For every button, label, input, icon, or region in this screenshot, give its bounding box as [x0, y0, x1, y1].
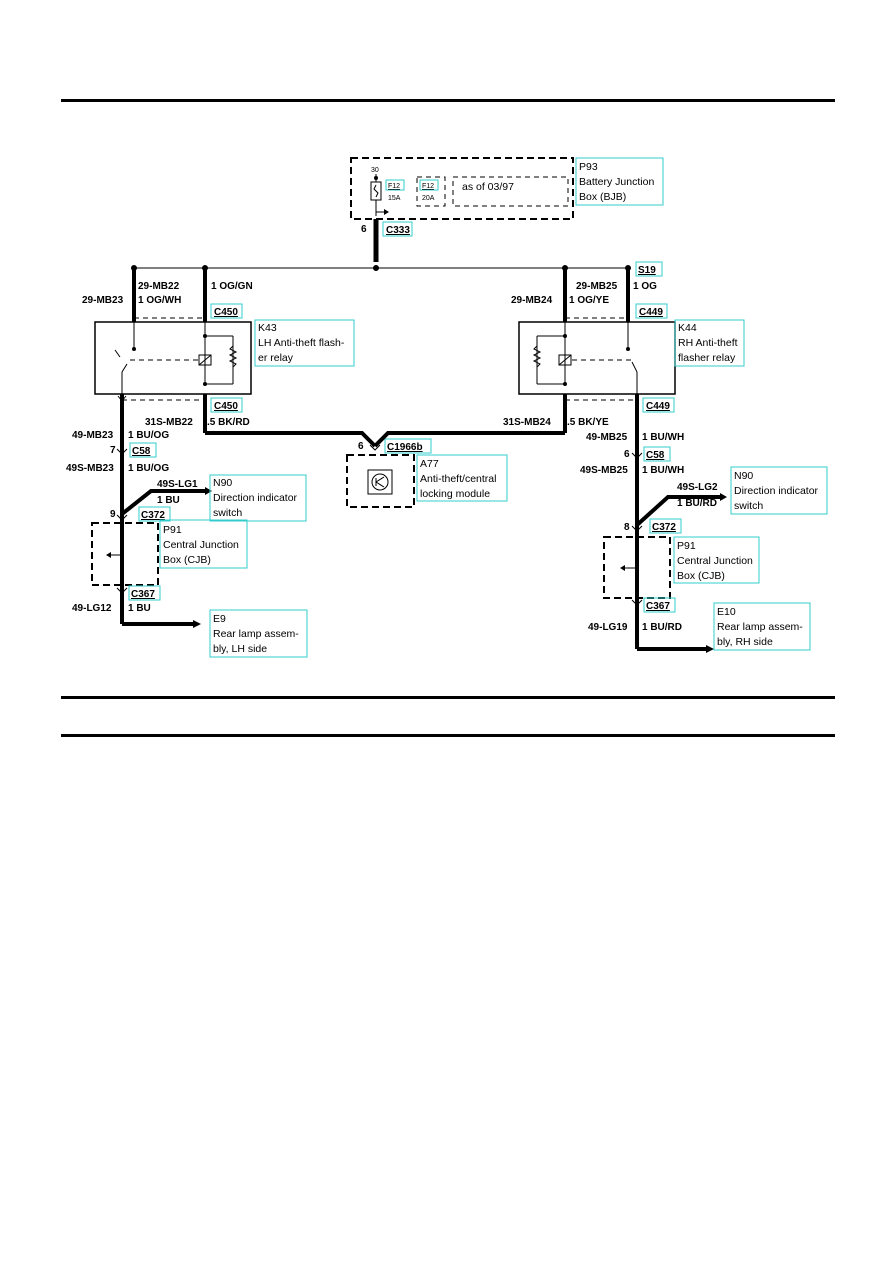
- rh-wire-b-color: 1 OG: [633, 281, 657, 292]
- module-line2: locking module: [420, 488, 490, 500]
- rh-lamp-circuit: 49-LG19: [588, 622, 628, 633]
- lh-connector-c58: C58: [132, 446, 151, 457]
- lh-cjb-line1: Central Junction: [163, 539, 239, 551]
- rh-relay-connector-bottom: C449: [646, 401, 670, 412]
- fuse-a-rating: 15A: [388, 195, 401, 202]
- rh-out-color: 1 BU/WH: [642, 432, 684, 443]
- bottom-rule: [61, 734, 835, 737]
- anti-theft-module: A77 Anti-theft/central locking module: [346, 454, 508, 508]
- lh-relay-id: K43: [258, 322, 277, 334]
- lh-connector-c372: C372: [141, 510, 165, 521]
- rh-relay-line1: RH Anti-theft: [678, 337, 738, 349]
- lh-out-color: 1 BU/OG: [128, 430, 169, 441]
- rh-switch-line1: Direction indicator: [734, 485, 819, 497]
- lh-wire-b-color: 1 OG/GN: [211, 281, 253, 292]
- bjb-id: P93: [579, 161, 598, 173]
- rh-cjb-id: P91: [677, 540, 696, 552]
- rh-cjb: P91 Central Junction Box (CJB): [603, 536, 760, 599]
- rh-s-color: 1 BU/WH: [642, 465, 684, 476]
- battery-junction-box: 30 F12 15A F12 20A as of 03/97 P93 Batte…: [350, 157, 664, 220]
- lh-switch-line2: switch: [213, 507, 242, 519]
- lh-relay-line2: er relay: [258, 352, 294, 364]
- rh-relay-id: K44: [678, 322, 697, 334]
- top-rule: [61, 99, 835, 102]
- bjb-pin-30: 30: [371, 167, 379, 174]
- lh-lg-circuit: 49S-LG1: [157, 479, 198, 490]
- lh-lamp-id: E9: [213, 613, 226, 625]
- lh-wire-a-circuit: 29-MB23: [82, 295, 124, 306]
- lh-lamp-color: 1 BU: [128, 603, 151, 614]
- bjb-as-of-box: [452, 176, 569, 207]
- lh-wire-a-color: 1 OG/WH: [138, 295, 181, 306]
- connector-c333: C333: [386, 225, 410, 236]
- fuse-b-rating: 20A: [422, 195, 435, 202]
- module-line1: Anti-theft/central: [420, 473, 496, 485]
- lh-relay: K43 LH Anti-theft flash- er relay: [94, 319, 355, 395]
- rh-lg-color: 1 BU/RD: [677, 498, 717, 509]
- rh-s-circuit: 49S-MB25: [580, 465, 628, 476]
- rh-wire-a-color: 1 OG/YE: [569, 295, 609, 306]
- lh-lamp-line2: bly, LH side: [213, 643, 267, 655]
- lh-cjb-id: P91: [163, 524, 182, 536]
- rh-connector-c58: C58: [646, 450, 665, 461]
- bjb-as-of-label: as of 03/97: [462, 181, 514, 193]
- fuse-a-id: F12: [388, 183, 400, 190]
- bjb-pin-6: 6: [361, 224, 367, 235]
- bjb-name-line1: Battery Junction: [579, 176, 654, 188]
- module-pin: 6: [358, 441, 364, 452]
- lh-c58-pin: 7: [110, 445, 116, 456]
- rh-connector-c372: C372: [652, 522, 676, 533]
- fuse-b-id: F12: [422, 183, 434, 190]
- rh-relay-connector-top: C449: [639, 307, 663, 318]
- rh-connector-c367: C367: [646, 601, 670, 612]
- rh-lamp-line1: Rear lamp assem-: [717, 621, 803, 633]
- lh-switch-line1: Direction indicator: [213, 492, 298, 504]
- rh-switch-line2: switch: [734, 500, 763, 512]
- lh-relay-line1: LH Anti-theft flash-: [258, 337, 345, 349]
- lh-s-circuit: 49S-MB23: [66, 463, 114, 474]
- lh-wire-b-circuit: 29-MB22: [138, 281, 180, 292]
- lh-switch-id: N90: [213, 477, 232, 489]
- rh-lamp-line2: bly, RH side: [717, 636, 773, 648]
- lh-mod-color: .5 BK/RD: [207, 417, 250, 428]
- lh-relay-connector-bottom: C450: [214, 401, 238, 412]
- rh-c58-pin: 6: [624, 449, 630, 460]
- mid-rule: [61, 696, 835, 699]
- rh-lg-circuit: 49S-LG2: [677, 482, 718, 493]
- rh-wire-a-circuit: 29-MB24: [511, 295, 553, 306]
- lh-connector-c367: C367: [131, 589, 155, 600]
- rh-relay-line2: flasher relay: [678, 352, 736, 364]
- rh-cjb-line2: Box (CJB): [677, 570, 725, 582]
- rh-switch-id: N90: [734, 470, 753, 482]
- lh-relay-connector-top: C450: [214, 307, 238, 318]
- rh-mod-color: .5 BK/YE: [567, 417, 609, 428]
- module-id: A77: [420, 458, 439, 470]
- rh-lamp-color: 1 BU/RD: [642, 622, 682, 633]
- lh-lamp-circuit: 49-LG12: [72, 603, 112, 614]
- rh-c372-pin: 8: [624, 522, 630, 533]
- lh-s-color: 1 BU/OG: [128, 463, 169, 474]
- rh-out-circuit: 49-MB25: [586, 432, 628, 443]
- lh-cjb-line2: Box (CJB): [163, 554, 211, 566]
- lh-mod-circuit: 31S-MB22: [145, 417, 193, 428]
- rh-wire-b-circuit: 29-MB25: [576, 281, 618, 292]
- bjb-outline: [350, 157, 574, 220]
- rh-cjb-line1: Central Junction: [677, 555, 753, 567]
- rh-lamp-id: E10: [717, 606, 736, 618]
- lh-lamp-line1: Rear lamp assem-: [213, 628, 299, 640]
- lh-out-circuit: 49-MB23: [72, 430, 114, 441]
- bjb-name-line2: Box (BJB): [579, 191, 626, 203]
- splice-s19: S19: [638, 265, 656, 276]
- lh-c372-pin: 9: [110, 509, 116, 520]
- lh-lg-color: 1 BU: [157, 495, 180, 506]
- module-connector: C1966b: [387, 442, 423, 453]
- lh-cjb: P91 Central Junction Box (CJB): [91, 519, 248, 586]
- rh-relay: K44 RH Anti-theft flasher relay: [518, 319, 745, 395]
- rh-mod-circuit: 31S-MB24: [503, 417, 551, 428]
